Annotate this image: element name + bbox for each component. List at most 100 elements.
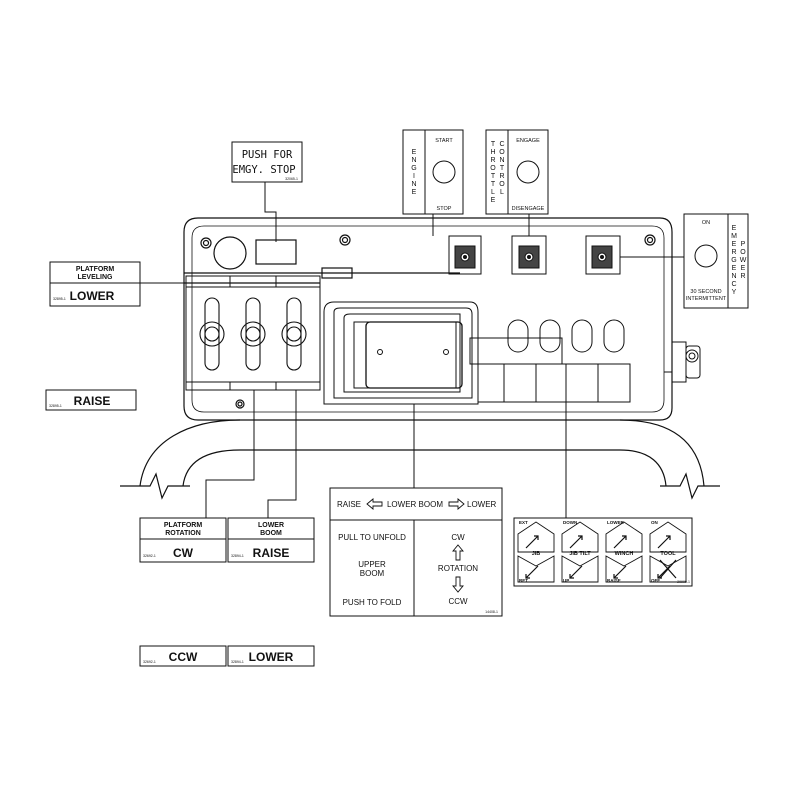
upper-boom-joystick-plate[interactable] bbox=[365, 321, 463, 389]
decal-rotation: ROTATION bbox=[438, 564, 478, 573]
platform-rotation-title-2: ROTATION bbox=[165, 530, 201, 537]
side-letter: O bbox=[490, 165, 496, 172]
emergency-power-on-label: ON bbox=[702, 220, 710, 226]
upper-boom-control-housing bbox=[323, 301, 563, 405]
function-name-label: JIB TILT bbox=[569, 551, 591, 557]
function-bottom-label: UP bbox=[563, 578, 569, 583]
emergency-stop-decal-plate bbox=[255, 239, 297, 265]
side-letter: E bbox=[732, 265, 737, 272]
side-letter: N bbox=[731, 273, 736, 280]
side-letter: N bbox=[411, 157, 416, 164]
side-letter: E bbox=[732, 225, 737, 232]
side-letter: M bbox=[731, 233, 737, 240]
leader-lines bbox=[100, 182, 684, 520]
mounting-pipe bbox=[120, 419, 720, 500]
lower-boom-code: 32894-1 bbox=[231, 554, 244, 558]
side-letter: E bbox=[741, 265, 746, 272]
side-letter: E bbox=[412, 149, 417, 156]
side-letter: T bbox=[491, 181, 496, 188]
side-letter: N bbox=[411, 181, 416, 188]
throttle-engage-label: ENGAGE bbox=[516, 138, 540, 144]
switch-tool[interactable] bbox=[603, 319, 625, 353]
side-letter: C bbox=[731, 281, 736, 288]
emergency-power-button-icon bbox=[694, 244, 718, 268]
decal-lower-text: LOWER bbox=[467, 500, 497, 509]
platform-leveling-title-2: LEVELING bbox=[77, 274, 113, 281]
function-bottom-label: RET bbox=[519, 578, 528, 583]
lower-label-value: LOWER bbox=[249, 650, 294, 664]
decal-pull-to-unfold: PULL TO UNFOLD bbox=[338, 533, 406, 542]
function-upper-icon bbox=[649, 521, 687, 553]
ccw-label-code: 32692-1 bbox=[143, 660, 156, 664]
throttle-switch[interactable] bbox=[511, 235, 547, 275]
lever-platform-leveling[interactable] bbox=[199, 297, 225, 371]
function-decal-code: 29909-1 bbox=[677, 580, 690, 584]
emergency-power-note-line2: INTERMITTENT bbox=[686, 296, 727, 302]
valve-bank bbox=[185, 275, 321, 391]
switch-jib-tilt[interactable] bbox=[539, 319, 561, 353]
boom-down-icon bbox=[613, 565, 627, 579]
lever-platform-rotation[interactable] bbox=[240, 297, 266, 371]
side-letter: T bbox=[491, 141, 496, 148]
switch-jib[interactable] bbox=[507, 319, 529, 353]
arrow-up-icon bbox=[452, 544, 464, 561]
function-lower-icon bbox=[517, 555, 555, 583]
platform-rotation-title-1: PLATFORM bbox=[164, 522, 203, 529]
side-letter: G bbox=[731, 257, 736, 264]
side-letter: H bbox=[490, 149, 495, 156]
side-letter: R bbox=[499, 173, 504, 180]
lower-label-code: 32894-1 bbox=[231, 660, 244, 664]
function-name-label: TOOL bbox=[660, 551, 676, 557]
side-letter: P bbox=[741, 241, 746, 248]
engine-switch[interactable] bbox=[448, 235, 482, 275]
side-letter: R bbox=[490, 157, 495, 164]
throttle-disengage-label: DISENGAGE bbox=[512, 206, 545, 212]
side-fitting bbox=[664, 341, 701, 383]
side-letter: O bbox=[740, 249, 746, 256]
decal-upper-line2: BOOM bbox=[360, 569, 385, 578]
boom-up-icon bbox=[525, 535, 539, 549]
arrow-down-icon bbox=[452, 576, 464, 593]
ccw-label-value: CCW bbox=[169, 650, 198, 664]
raise-label-code: 32895-1 bbox=[49, 404, 62, 408]
function-name-label: JIB bbox=[532, 551, 541, 557]
emergency-stop-knob[interactable] bbox=[213, 236, 247, 270]
decal-lower-boom-text: LOWER BOOM bbox=[387, 500, 443, 509]
function-lower-icon bbox=[561, 555, 599, 583]
decal-push-to-fold: PUSH TO FOLD bbox=[343, 598, 402, 607]
function-switch-bank bbox=[478, 319, 631, 403]
platform-leveling-code: 32895-1 bbox=[53, 297, 66, 301]
side-letter: W bbox=[740, 257, 747, 264]
decal-upper-line1: UPPER bbox=[358, 560, 386, 569]
platform-leveling-label: PLATFORM LEVELING 32895-1 LOWER bbox=[49, 261, 141, 307]
emergency-power-switch[interactable] bbox=[585, 235, 621, 275]
platform-leveling-value: LOWER bbox=[70, 289, 115, 303]
arrow-right-icon bbox=[448, 498, 465, 510]
switch-winch[interactable] bbox=[571, 319, 593, 353]
boom-down-icon bbox=[525, 565, 539, 579]
function-upper-icon bbox=[605, 521, 643, 553]
lower-boom-title-2: BOOM bbox=[260, 530, 282, 537]
side-letter: C bbox=[499, 141, 504, 148]
side-letter: E bbox=[412, 189, 417, 196]
function-bottom-label: OFF bbox=[651, 578, 660, 583]
arrow-left-icon bbox=[366, 498, 383, 510]
emergency-stop-line1: PUSH FOR bbox=[242, 149, 293, 161]
platform-rotation-label: PLATFORM ROTATION 32692-1 CW bbox=[139, 517, 227, 563]
side-letter: E bbox=[491, 197, 496, 204]
side-letter: L bbox=[491, 189, 495, 196]
lever-lower-boom[interactable] bbox=[281, 297, 307, 371]
function-top-label: ON bbox=[651, 520, 658, 525]
emergency-stop-code: 32065-1 bbox=[285, 177, 298, 181]
function-top-label: LOWER bbox=[607, 520, 624, 525]
control-box bbox=[183, 217, 673, 421]
side-letter: Y bbox=[732, 289, 737, 296]
